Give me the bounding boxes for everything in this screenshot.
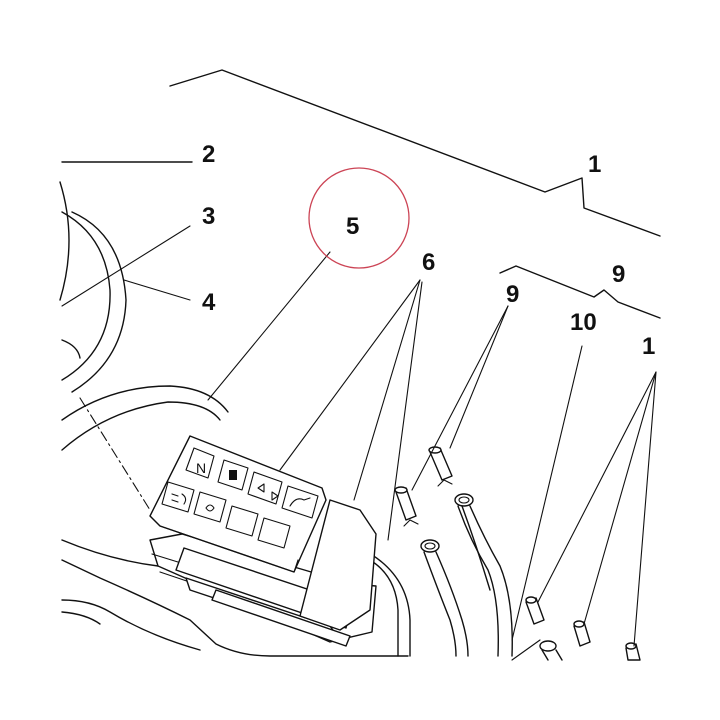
panel-icon-high-beam (161, 481, 195, 513)
bulb-holder-9b (394, 486, 419, 527)
callout-labels: 1 2 3 4 5 6 9 9 10 1 (202, 141, 655, 360)
panel-icon-lights (193, 491, 227, 523)
highlight-circle (308, 167, 410, 269)
callout-4: 4 (202, 289, 216, 316)
socket-with-wire-2 (420, 539, 469, 657)
panel-icon-turn-signal (247, 471, 283, 505)
assembly-boundary-lines (61, 69, 661, 319)
socket-with-wire-3 (511, 639, 563, 661)
socket-with-wire-1 (454, 493, 513, 657)
panel-icon-oil-pressure (281, 485, 319, 519)
bulb-holder-9a (428, 446, 453, 487)
bulb-holders-and-wires (394, 446, 641, 661)
panel-icon-neutral: N (185, 447, 215, 479)
callout-2: 2 (202, 141, 215, 168)
callout-9-left: 9 (506, 281, 519, 308)
callout-5: 5 (346, 213, 359, 240)
panel-icon-blank-1 (225, 505, 259, 537)
callout-10: 10 (570, 309, 597, 336)
bulb-holder-11c (625, 642, 641, 661)
leader-lines (61, 225, 657, 647)
warning-light-panel: N (149, 435, 377, 647)
callout-1-top: 1 (588, 151, 601, 178)
callout-6: 6 (422, 249, 435, 276)
panel-icon-fuel (217, 459, 249, 491)
callout-9-right: 9 (612, 261, 625, 288)
callout-3: 3 (202, 203, 215, 230)
panel-icon-blank-2 (257, 517, 291, 549)
neutral-label: N (196, 460, 206, 476)
bulb-holder-11a (525, 596, 545, 625)
bulb-holder-11b (573, 620, 591, 647)
callout-1-right: 1 (642, 333, 655, 360)
